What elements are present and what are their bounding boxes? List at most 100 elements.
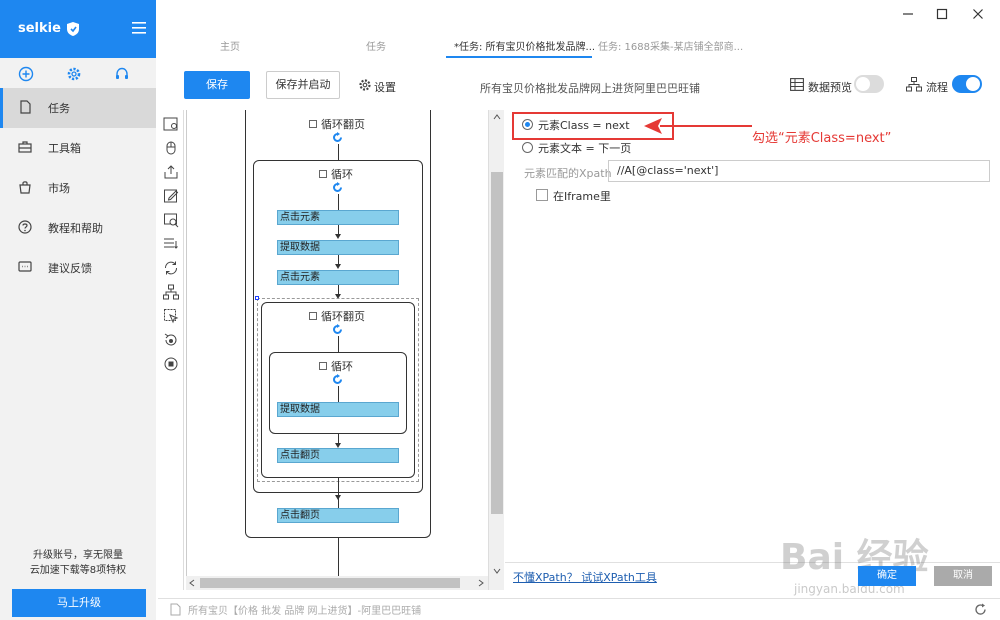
chevron-down-icon[interactable] bbox=[493, 568, 501, 574]
properties-panel bbox=[505, 110, 1000, 590]
active-tab-indicator bbox=[446, 56, 592, 58]
gear-icon bbox=[359, 79, 371, 91]
cursor-icon[interactable] bbox=[163, 308, 179, 324]
save-and-start-button[interactable]: 保存并启动 bbox=[266, 71, 340, 99]
flow-label: 流程 bbox=[926, 81, 948, 94]
annotation-arrow bbox=[644, 118, 752, 134]
loop-title[interactable]: 循环 bbox=[319, 166, 353, 182]
branch-icon[interactable] bbox=[163, 284, 179, 300]
task-title: 所有宝贝价格批发品牌网上进货阿里巴巴旺铺 bbox=[480, 82, 700, 95]
inner-page-loop-title[interactable]: 循环翻页 bbox=[309, 308, 365, 324]
connector bbox=[338, 144, 339, 160]
class-next-radio[interactable] bbox=[522, 119, 533, 130]
connector bbox=[338, 255, 339, 265]
data-preview-toggle[interactable] bbox=[854, 75, 884, 93]
text-next-label[interactable]: 元素文本 = 下一页 bbox=[538, 142, 632, 155]
chevron-right-icon[interactable] bbox=[478, 579, 484, 587]
close-icon[interactable] bbox=[972, 8, 984, 20]
scroll-thumb[interactable] bbox=[200, 578, 460, 588]
flow-tool-column bbox=[158, 110, 184, 590]
text-next-radio[interactable] bbox=[522, 142, 533, 153]
iframe-label[interactable]: 在Iframe里 bbox=[553, 190, 611, 203]
document-icon bbox=[20, 100, 31, 114]
loop-icon[interactable] bbox=[163, 260, 179, 276]
chevron-up-icon[interactable] bbox=[493, 114, 501, 120]
xpath-input[interactable]: //A[@class='next'] bbox=[608, 160, 990, 182]
tab-home[interactable]: 主页 bbox=[220, 42, 240, 53]
toolbox-icon bbox=[18, 141, 32, 153]
promo-line-1: 升级账号，享无限量 bbox=[33, 550, 123, 561]
data-preview-label: 数据预览 bbox=[808, 81, 852, 94]
click-page-step[interactable]: 点击翻页 bbox=[277, 508, 399, 523]
click-page-step[interactable]: 点击翻页 bbox=[277, 448, 399, 463]
refresh-icon bbox=[333, 374, 342, 384]
sidebar-item-label: 建议反馈 bbox=[48, 262, 92, 275]
headset-icon[interactable] bbox=[114, 66, 130, 82]
refresh-icon bbox=[333, 324, 342, 334]
xpath-tool-link[interactable]: 不懂XPath？ 试试XPath工具 bbox=[513, 571, 657, 584]
refresh-icon bbox=[333, 182, 342, 192]
stop-icon[interactable] bbox=[163, 356, 179, 372]
sidebar-item-label: 市场 bbox=[48, 182, 70, 195]
mouse-icon[interactable] bbox=[163, 140, 179, 156]
toggle-knob bbox=[966, 77, 980, 91]
export-icon[interactable] bbox=[163, 164, 179, 180]
find-element-icon[interactable] bbox=[163, 212, 179, 228]
add-icon[interactable] bbox=[18, 66, 34, 82]
connector bbox=[338, 386, 339, 402]
annotation-text: 勾选“元素Class=next” bbox=[752, 131, 892, 146]
sidebar-item-help[interactable]: 教程和帮助 bbox=[0, 208, 156, 248]
rotate-icon[interactable] bbox=[163, 332, 179, 348]
list-icon[interactable] bbox=[163, 236, 179, 252]
arrow bbox=[335, 264, 341, 269]
refresh-icon[interactable] bbox=[974, 603, 987, 616]
sidebar-item-feedback[interactable]: 建议反馈 bbox=[0, 248, 156, 288]
extract-data-step[interactable]: 提取数据 bbox=[277, 240, 399, 255]
chevron-left-icon[interactable] bbox=[189, 579, 195, 587]
outer-loop-title[interactable]: 循环翻页 bbox=[309, 116, 365, 132]
tab-tasks[interactable]: 任务 bbox=[366, 42, 386, 53]
table-icon bbox=[790, 78, 804, 91]
click-element-step[interactable]: 点击元素 bbox=[277, 210, 399, 225]
feedback-icon bbox=[18, 261, 32, 272]
gear-icon[interactable] bbox=[66, 66, 82, 82]
sidebar-item-label: 教程和帮助 bbox=[48, 222, 103, 235]
cancel-button[interactable]: 取消 bbox=[934, 566, 992, 586]
divider bbox=[505, 562, 1000, 563]
tab-other-task[interactable]: 任务: 1688采集-某店铺全部商... bbox=[598, 42, 744, 53]
arrow bbox=[335, 443, 341, 448]
bag-icon bbox=[19, 181, 31, 194]
settings-label: 设置 bbox=[374, 81, 396, 94]
edit-icon[interactable] bbox=[163, 188, 179, 204]
sidebar-item-market[interactable]: 市场 bbox=[0, 168, 156, 208]
refresh-icon bbox=[333, 132, 342, 142]
inner-loop-title[interactable]: 循环 bbox=[319, 358, 353, 374]
connector bbox=[338, 336, 339, 352]
menu-icon[interactable] bbox=[132, 22, 146, 34]
arrow bbox=[335, 294, 341, 299]
minimize-icon[interactable] bbox=[902, 8, 914, 20]
extract-data-step[interactable]: 提取数据 bbox=[277, 402, 399, 417]
page-icon bbox=[170, 603, 181, 616]
scroll-thumb[interactable] bbox=[491, 172, 503, 514]
maximize-icon[interactable] bbox=[936, 8, 948, 20]
save-button[interactable]: 保存 bbox=[184, 71, 250, 99]
tab-current-task[interactable]: *任务: 所有宝贝价格批发品牌... bbox=[454, 42, 596, 53]
iframe-checkbox[interactable] bbox=[536, 189, 548, 201]
canvas-vertical-scrollbar[interactable] bbox=[488, 110, 504, 590]
ok-button[interactable]: 确定 bbox=[858, 566, 916, 586]
canvas-horizontal-scrollbar[interactable] bbox=[186, 576, 488, 590]
brand-bar: selkie bbox=[0, 0, 156, 58]
flowchart-icon bbox=[906, 77, 922, 92]
class-next-label[interactable]: 元素Class = next bbox=[538, 119, 630, 132]
shield-icon[interactable] bbox=[66, 21, 80, 37]
click-element-step[interactable]: 点击元素 bbox=[277, 270, 399, 285]
connector bbox=[338, 434, 339, 444]
flow-toggle[interactable] bbox=[952, 75, 982, 93]
sidebar-item-toolbox[interactable]: 工具箱 bbox=[0, 128, 156, 168]
selection-handle[interactable] bbox=[255, 296, 259, 300]
sidebar-item-tasks[interactable]: 任务 bbox=[0, 88, 156, 128]
brand-name: selkie bbox=[18, 21, 61, 36]
open-webpage-icon[interactable] bbox=[163, 116, 179, 132]
upgrade-button[interactable]: 马上升级 bbox=[12, 589, 146, 617]
